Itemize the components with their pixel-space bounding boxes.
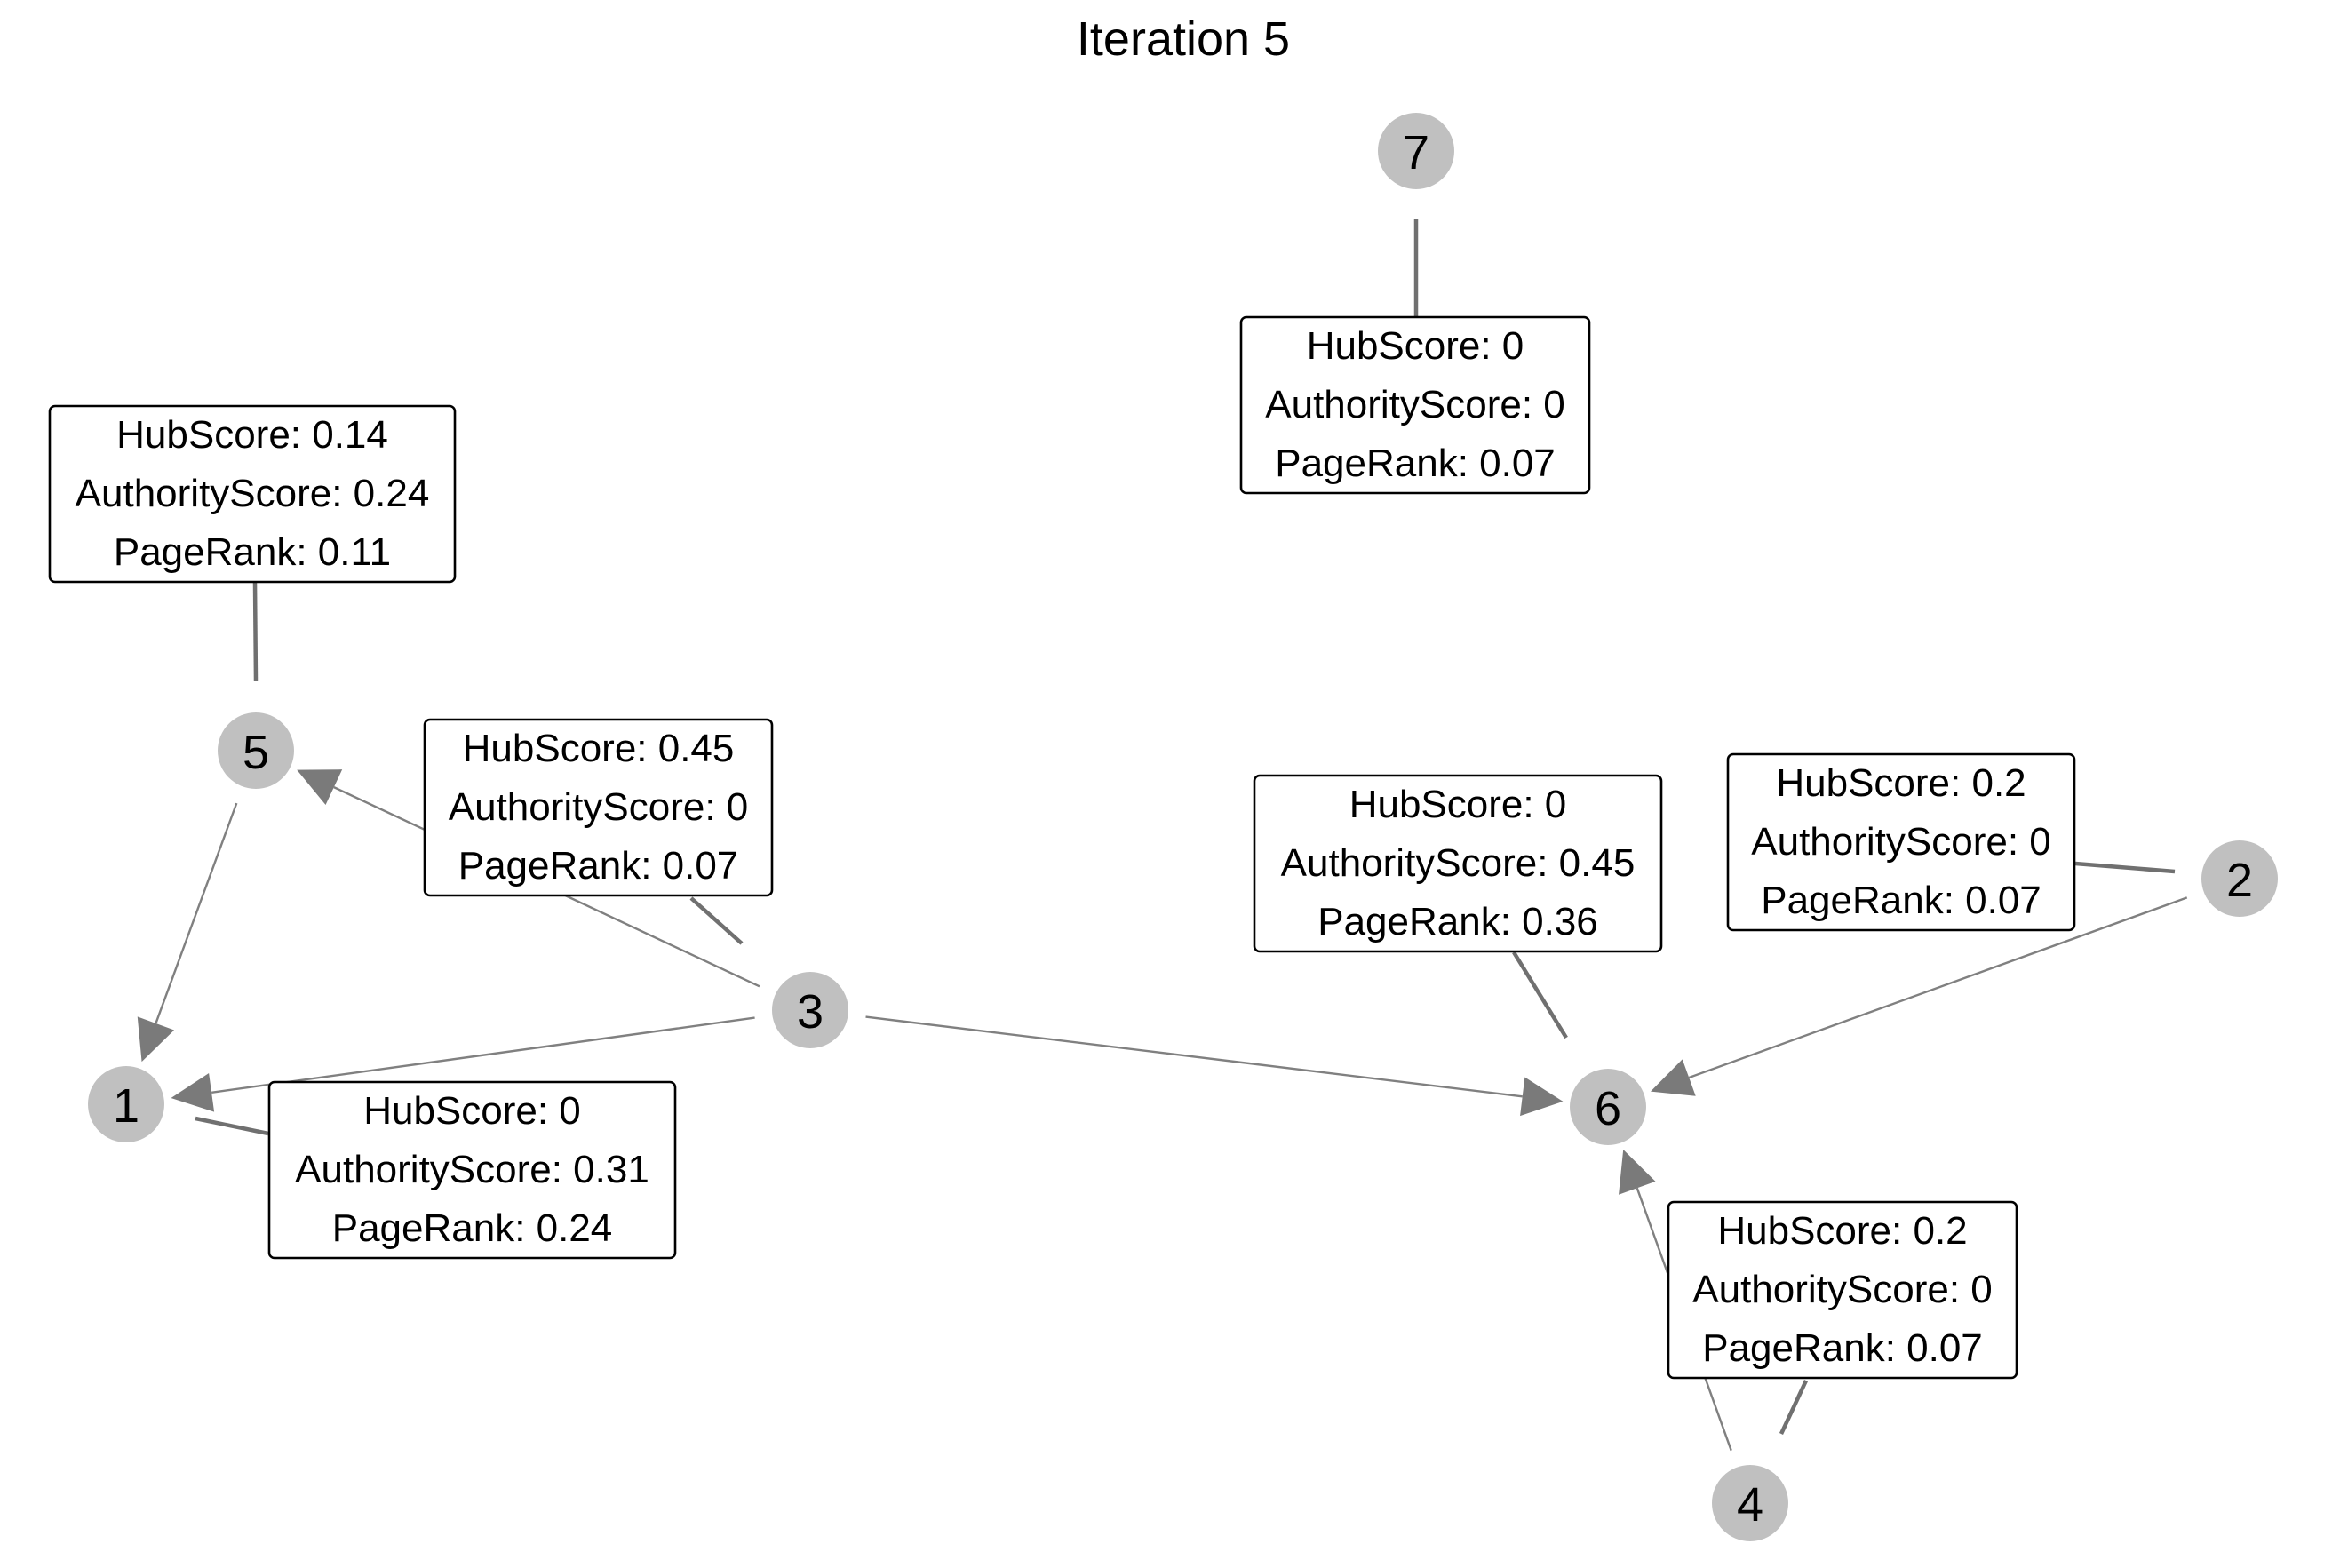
authority-score-text: AuthorityScore: 0.45 (1281, 841, 1636, 885)
score-box-frame (1667, 1200, 2018, 1380)
node-3[interactable]: 3 (772, 972, 848, 1048)
pagerank-text: PageRank: 0.07 (1761, 879, 2041, 922)
score-box-6: HubScore: 0 AuthorityScore: 0.45PageRank:… (1253, 774, 1663, 953)
edge-3-1 (171, 1016, 755, 1112)
arrow-head (1520, 1077, 1564, 1117)
score-box-frame (267, 1080, 677, 1260)
node-label: 5 (243, 726, 269, 779)
pagerank-text: PageRank: 0.07 (458, 844, 739, 887)
authority-score-text: AuthorityScore: 0 (1692, 1268, 1993, 1311)
hub-score-text: HubScore: 0.45 (463, 727, 735, 770)
arrow-head (137, 1016, 175, 1063)
edge-3-6 (865, 1015, 1564, 1117)
node-6[interactable]: 6 (1570, 1069, 1646, 1145)
arrow-head (171, 1072, 215, 1112)
leaders-layer (195, 219, 2176, 1435)
arrow-head (1619, 1150, 1656, 1195)
pagerank-text: PageRank: 0.07 (1275, 442, 1556, 485)
hub-score-text: HubScore: 0 (1349, 783, 1567, 826)
score-box-frame (1726, 752, 2076, 932)
leader-line-2 (2074, 861, 2176, 874)
node-circle[interactable] (2201, 840, 2278, 917)
authority-score-text: AuthorityScore: 0 (449, 785, 749, 829)
score-box-frame (48, 404, 457, 584)
node-label: 7 (1403, 126, 1429, 179)
leader-line-4 (1779, 1380, 1809, 1435)
node-label: 1 (113, 1079, 139, 1133)
leader-line-3 (689, 896, 744, 945)
pagerank-text: PageRank: 0.36 (1317, 900, 1598, 943)
hub-score-text: HubScore: 0.2 (1717, 1209, 1967, 1253)
node-label: 2 (2226, 854, 2253, 907)
node-circle[interactable] (772, 972, 848, 1048)
score-box-frame (1253, 774, 1663, 953)
score-box-frame (423, 718, 774, 897)
hub-score-text: HubScore: 0.2 (1776, 761, 2026, 805)
node-label: 4 (1737, 1478, 1763, 1532)
hub-score-text: HubScore: 0 (363, 1089, 581, 1133)
node-circle[interactable] (218, 712, 294, 789)
edge-line (155, 802, 238, 1024)
edge-2-6 (1650, 896, 2188, 1096)
arrow-head (1650, 1059, 1696, 1096)
node-2[interactable]: 2 (2201, 840, 2278, 917)
pagerank-text: PageRank: 0.24 (332, 1206, 613, 1250)
hub-score-text: HubScore: 0 (1307, 324, 1524, 368)
node-circle[interactable] (88, 1066, 164, 1142)
nodes-layer: 1 2 3 4 5 6 7 (88, 113, 2278, 1541)
node-label: 6 (1595, 1082, 1621, 1135)
leader-line-6 (1512, 951, 1568, 1039)
edge-5-1 (137, 802, 238, 1063)
chart-title: Iteration 5 (1077, 12, 1290, 66)
pagerank-text: PageRank: 0.07 (1702, 1326, 1983, 1370)
authority-score-text: AuthorityScore: 0 (1751, 820, 2051, 864)
authority-score-text: AuthorityScore: 0.31 (295, 1148, 649, 1191)
authority-score-text: AuthorityScore: 0 (1265, 383, 1565, 426)
authority-score-text: AuthorityScore: 0.24 (76, 472, 430, 515)
node-5[interactable]: 5 (218, 712, 294, 789)
node-1[interactable]: 1 (88, 1066, 164, 1142)
node-7[interactable]: 7 (1378, 113, 1454, 189)
leader-line-1 (195, 1116, 269, 1136)
leader-line-5 (252, 582, 259, 682)
edge-line (211, 1016, 755, 1094)
node-circle[interactable] (1378, 113, 1454, 189)
pagerank-text: PageRank: 0.11 (114, 530, 391, 574)
score-box-1: HubScore: 0 AuthorityScore: 0.31PageRank:… (267, 1080, 677, 1260)
edge-line (1688, 896, 2188, 1079)
edge-line (865, 1015, 1523, 1098)
node-circle[interactable] (1570, 1069, 1646, 1145)
score-box-frame (1239, 315, 1591, 495)
arrow-head (297, 769, 343, 806)
hub-score-text: HubScore: 0.14 (116, 413, 388, 457)
node-4[interactable]: 4 (1712, 1465, 1788, 1541)
node-circle[interactable] (1712, 1465, 1788, 1541)
node-label: 3 (797, 985, 824, 1039)
score-box-7: HubScore: 0 AuthorityScore: 0 PageRank: 0.… (1239, 315, 1591, 495)
